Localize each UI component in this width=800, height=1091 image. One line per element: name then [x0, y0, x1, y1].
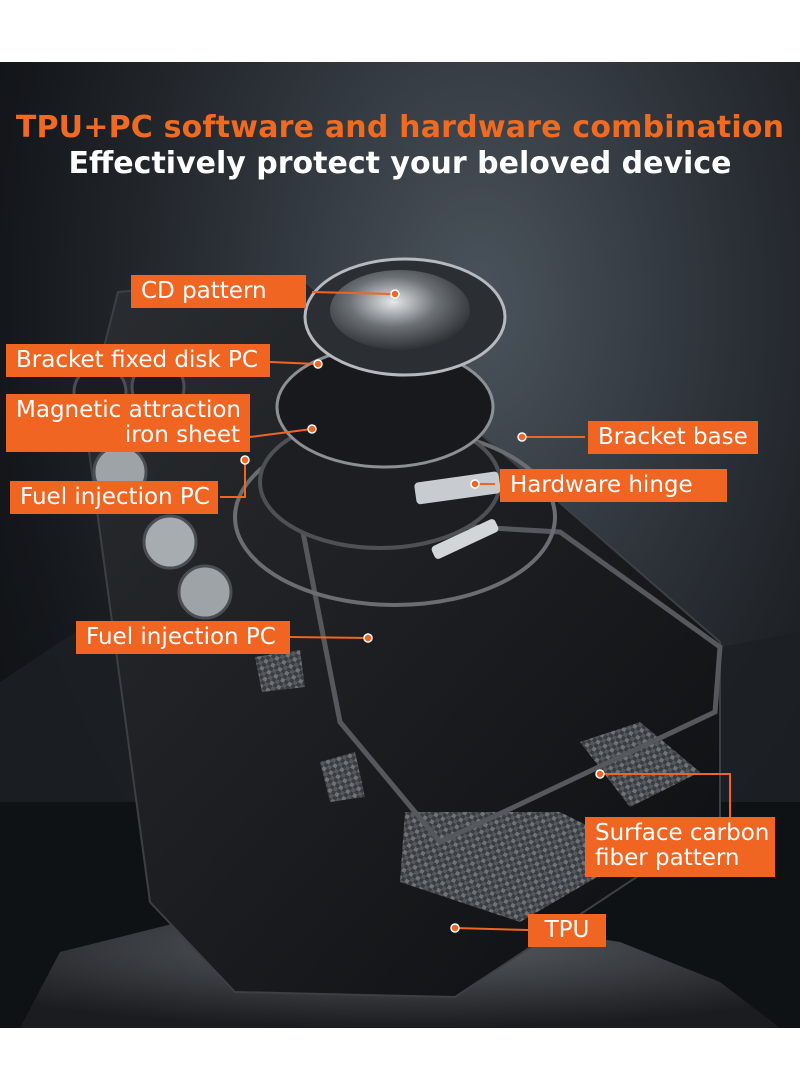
leader-magnetic — [249, 428, 313, 438]
label-bracket-fixed-disk: Bracket fixed disk PC — [6, 344, 270, 377]
leader-fuel-2 — [289, 636, 369, 639]
label-fuel-injection-1: Fuel injection PC — [10, 481, 218, 514]
leader-lines — [220, 291, 731, 931]
label-hardware-hinge: Hardware hinge — [500, 469, 727, 502]
label-cd-pattern: CD pattern — [131, 275, 306, 308]
dot-bracket-disk — [313, 359, 323, 369]
leader-tpu — [454, 927, 529, 931]
dot-fuel-1 — [240, 455, 250, 465]
label-magnetic-line1: Magnetic attraction — [16, 397, 242, 423]
label-magnetic-line2: iron sheet — [124, 422, 240, 448]
camera-lens-4 — [142, 514, 198, 570]
label-bracket-base: Bracket base — [588, 421, 758, 454]
dot-bracket-base — [517, 432, 527, 442]
cd-disk-face — [330, 270, 470, 350]
dot-magnetic — [307, 424, 317, 434]
label-tpu: TPU — [528, 914, 606, 947]
dot-tpu — [450, 923, 460, 933]
exploded-case-illustration — [0, 257, 800, 1028]
dot-fuel-2 — [363, 633, 373, 643]
leader-bracket-disk — [269, 361, 318, 365]
leader-cd-pattern — [311, 291, 393, 295]
leader-surface — [600, 773, 731, 832]
carbon-panel-3 — [320, 752, 365, 802]
leader-dots — [240, 289, 605, 933]
label-surface-line1: Surface carbon — [595, 820, 770, 846]
dot-surface — [595, 769, 605, 779]
leader-fuel-1 — [220, 460, 246, 498]
dot-cd-pattern — [390, 289, 400, 299]
carbon-panel-4 — [255, 650, 305, 692]
label-fuel-injection-2: Fuel injection PC — [76, 621, 290, 654]
label-magnetic-attraction: Magnetic attraction iron sheet — [6, 394, 250, 452]
headline-orange: TPU+PC software and hardware combination — [15, 110, 785, 145]
label-surface-carbon: Surface carbon fiber pattern — [585, 817, 775, 877]
headline-white: Effectively protect your beloved device — [68, 146, 732, 181]
hinge-stand — [431, 519, 499, 559]
frame-outline — [296, 514, 723, 846]
carbon-panel-1 — [400, 812, 640, 922]
camera-lens-5 — [177, 564, 233, 620]
carbon-panel-2 — [580, 722, 700, 807]
dot-hinge — [470, 479, 480, 489]
hinge-plate — [414, 471, 501, 505]
label-surface-line2: fiber pattern — [595, 845, 740, 871]
product-image-panel: TPU+PC software and hardware combination… — [0, 62, 800, 1028]
